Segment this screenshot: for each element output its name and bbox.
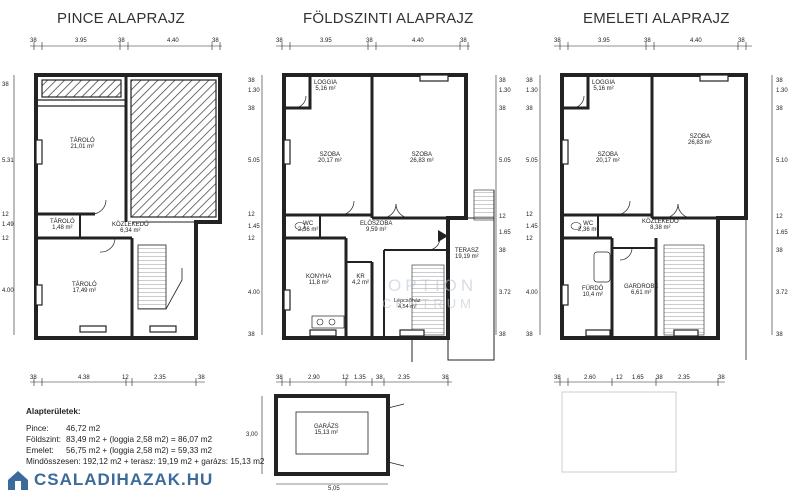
- area-row-emelet: Emelet:56,75 m2 + (loggia 2,58 m2) = 59,…: [26, 446, 213, 455]
- area-row-foldszint: Földszint:83,49 m2 + (loggia 2,58 m2) = …: [26, 435, 213, 444]
- logo-text: CSALADIHAZAK.HU: [34, 470, 214, 489]
- area-row-pince: Pince:46,72 m2: [26, 424, 101, 433]
- garage-bottom-dim: 5,05: [328, 486, 340, 492]
- foldszint-plan: [261, 42, 497, 485]
- site-logo[interactable]: CSALADIHAZAK.HU: [6, 468, 213, 492]
- emelet-plan: [539, 42, 773, 473]
- watermark-line-2: CENTRUM: [382, 296, 475, 311]
- foldszint-title: FÖLDSZINTI ALAPRAJZ: [303, 10, 474, 27]
- area-summary-heading: Alapterületek:: [26, 407, 81, 416]
- garage-side-dim: 3,00: [246, 432, 258, 438]
- emelet-title: EMELETI ALAPRAJZ: [583, 10, 730, 27]
- watermark-line-1: OPTION: [388, 276, 478, 295]
- area-summary: Alapterületek: Pince:46,72 m2 Földszint:…: [26, 406, 212, 456]
- total-summary: Mindösszesen: 192,12 m2 + terasz: 19,19 …: [26, 457, 265, 466]
- pince-title: PINCE ALAPRAJZ: [57, 10, 185, 27]
- house-logo-icon: [8, 471, 28, 490]
- pince-plan: [13, 42, 222, 386]
